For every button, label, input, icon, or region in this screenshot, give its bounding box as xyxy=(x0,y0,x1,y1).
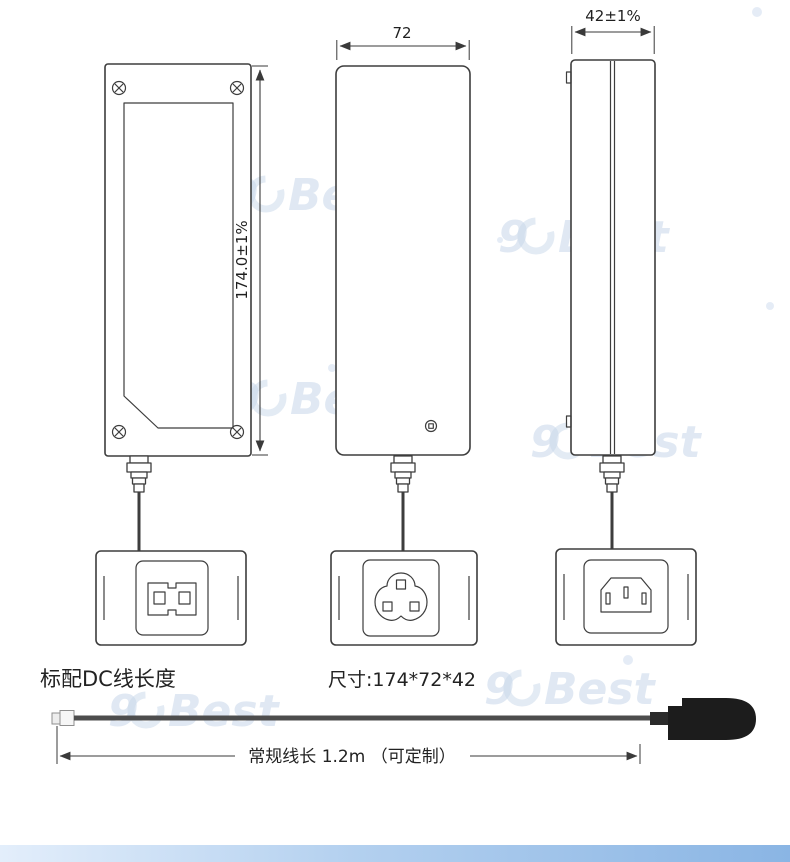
width-dimension: 72 xyxy=(336,24,470,60)
size-label: 尺寸:174*72*42 xyxy=(328,669,476,691)
c14-pin xyxy=(605,592,611,605)
screw-icon xyxy=(111,80,127,96)
dc-plug-tip xyxy=(51,712,61,725)
c6-inlet-icon xyxy=(374,572,428,621)
face-cable xyxy=(390,455,416,552)
watermark: 9 Best xyxy=(484,664,657,715)
face-view xyxy=(335,65,471,456)
inlet-recess xyxy=(135,560,209,636)
c14-pin xyxy=(623,586,629,599)
led-hole-icon xyxy=(424,419,438,433)
face-view-body xyxy=(335,65,471,456)
watermark-dot xyxy=(328,364,336,372)
side-view xyxy=(565,59,656,456)
c8-inlet-icon xyxy=(147,582,197,616)
front-view xyxy=(104,63,252,457)
inlet-recess xyxy=(362,559,440,637)
inlet-block-c8 xyxy=(95,550,247,646)
watermark-logo-icon xyxy=(503,669,541,707)
front-view-label-window xyxy=(123,102,234,429)
watermark: 9 Best xyxy=(108,686,281,737)
ac-plug-silhouette xyxy=(668,698,756,740)
watermark-dot xyxy=(752,7,762,17)
watermark-dot xyxy=(623,655,633,665)
cable-length-label: 常规线长 1.2m （可定制） xyxy=(248,747,455,767)
footer-accent-bar xyxy=(0,845,790,862)
side-clip xyxy=(565,415,572,428)
height-dimension-label: 174.0±1% xyxy=(233,220,251,299)
screw-icon xyxy=(229,80,245,96)
led-hole-inner xyxy=(428,423,434,429)
dc-cable-length-title: 标配DC线长度 xyxy=(40,667,176,691)
side-view-body xyxy=(570,59,656,456)
watermark-text: Best xyxy=(168,686,281,737)
inlet-block-c14 xyxy=(555,548,697,646)
plug-neck xyxy=(650,712,670,725)
c8-pin-hole xyxy=(178,591,191,605)
depth-dimension-label: 42±1% xyxy=(585,7,640,25)
watermark-logo-icon xyxy=(249,379,287,417)
watermark-text: Best xyxy=(544,664,657,715)
watermark-logo-icon xyxy=(127,691,165,729)
c6-pin-hole xyxy=(382,601,393,612)
c6-pin-hole xyxy=(409,601,420,612)
screw-icon xyxy=(229,424,245,440)
c8-pin-hole xyxy=(153,591,166,605)
inlet-recess xyxy=(583,559,669,634)
watermark-dot xyxy=(766,302,774,310)
watermark-dot xyxy=(497,237,503,243)
screw-icon xyxy=(111,424,127,440)
c6-pin-hole xyxy=(395,579,407,590)
watermark-logo-icon xyxy=(517,217,555,255)
depth-dimension: 42±1% xyxy=(571,7,655,54)
cable-diagram: 常规线长 1.2m （可定制） xyxy=(51,698,756,767)
c14-pin xyxy=(641,592,647,605)
front-cable xyxy=(126,455,152,552)
c14-inlet-icon xyxy=(600,577,652,613)
side-cable xyxy=(599,455,625,552)
height-dimension: 174.0±1% xyxy=(233,65,268,456)
dc-plug-barrel xyxy=(59,710,75,726)
front-view-body xyxy=(104,63,252,457)
width-dimension-label: 72 xyxy=(392,24,411,42)
side-clip xyxy=(565,71,572,84)
inlet-block-c6 xyxy=(330,550,478,646)
